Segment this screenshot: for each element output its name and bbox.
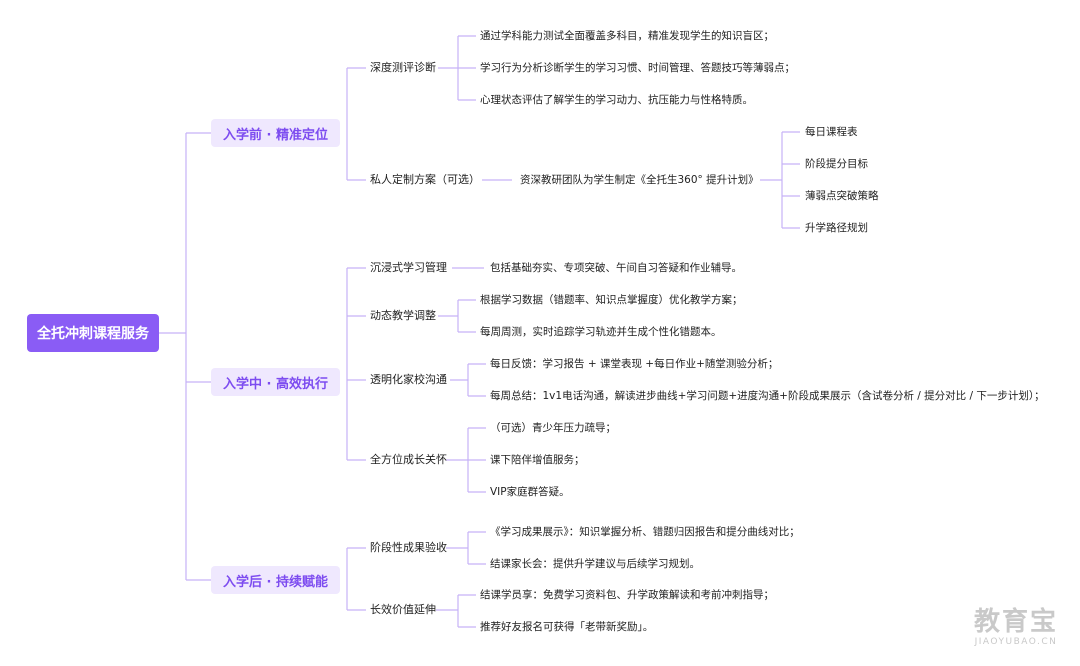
phase-after-enrollment[interactable]: 入学后 · 持续赋能: [211, 566, 340, 594]
sub-custom-plan[interactable]: 私人定制方案（可选）: [370, 173, 480, 186]
sub-immersive-management[interactable]: 沉浸式学习管理: [370, 261, 447, 274]
leaf-item: 薄弱点突破策略: [805, 190, 879, 202]
phase-during-enrollment[interactable]: 入学中 · 高效执行: [211, 368, 340, 396]
watermark-logo: 教育宝 JIAOYUBAO.CN: [974, 608, 1058, 648]
leaf-item: 通过学科能力测试全面覆盖多科目，精准发现学生的知识盲区；: [480, 30, 774, 42]
leaf-item: VIP家庭群答疑。: [490, 486, 570, 498]
leaf-item: 心理状态评估了解学生的学习动力、抗压能力与性格特质。: [480, 94, 753, 106]
leaf-item: 每周总结：1v1电话沟通，解读进步曲线+学习问题+进度沟通+阶段成果展示（含试卷…: [490, 390, 1045, 402]
root-node[interactable]: 全托冲刺课程服务: [27, 314, 159, 352]
leaf-item: 课下陪伴增值服务；: [490, 454, 585, 466]
mid-node-plan[interactable]: 资深教研团队为学生制定《全托生360° 提升计划》: [520, 174, 759, 186]
sub-deep-assessment[interactable]: 深度测评诊断: [370, 61, 436, 74]
sub-growth-care[interactable]: 全方位成长关怀: [370, 453, 447, 466]
sub-long-term-value[interactable]: 长效价值延伸: [370, 603, 436, 616]
watermark-main-text: 教育宝: [973, 607, 1058, 637]
leaf-item: 阶段提分目标: [805, 158, 868, 170]
watermark-sub-text: JIAOYUBAO.CN: [974, 637, 1058, 647]
leaf-item: 每周周测，实时追踪学习轨迹并生成个性化错题本。: [480, 326, 722, 338]
leaf-item: 每日反馈：学习报告 + 课堂表现 +每日作业+随堂测验分析；: [490, 358, 779, 370]
leaf-item: 根据学习数据（错题率、知识点掌握度）优化教学方案；: [480, 294, 743, 306]
leaf-item: 结课学员享：免费学习资料包、升学政策解读和考前冲刺指导；: [480, 589, 774, 601]
sub-dynamic-adjustment[interactable]: 动态教学调整: [370, 309, 436, 322]
leaf-item: 升学路径规划: [805, 222, 868, 234]
leaf-item: 包括基础夯实、专项突破、午间自习答疑和作业辅导。: [490, 262, 742, 274]
leaf-item: 结课家长会：提供升学建议与后续学习规划。: [490, 558, 700, 570]
leaf-item: （可选）青少年压力疏导；: [490, 422, 616, 434]
leaf-item: 《学习成果展示》：知识掌握分析、错题归因报告和提分曲线对比；: [490, 526, 800, 538]
phase-before-enrollment[interactable]: 入学前 · 精准定位: [211, 119, 340, 147]
leaf-item: 推荐好友报名可获得「老带新奖励」。: [480, 621, 654, 633]
leaf-item: 每日课程表: [805, 126, 858, 138]
sub-home-school-communication[interactable]: 透明化家校沟通: [370, 373, 447, 386]
sub-stage-results[interactable]: 阶段性成果验收: [370, 541, 447, 554]
leaf-item: 学习行为分析诊断学生的学习习惯、时间管理、答题技巧等薄弱点；: [480, 62, 795, 74]
